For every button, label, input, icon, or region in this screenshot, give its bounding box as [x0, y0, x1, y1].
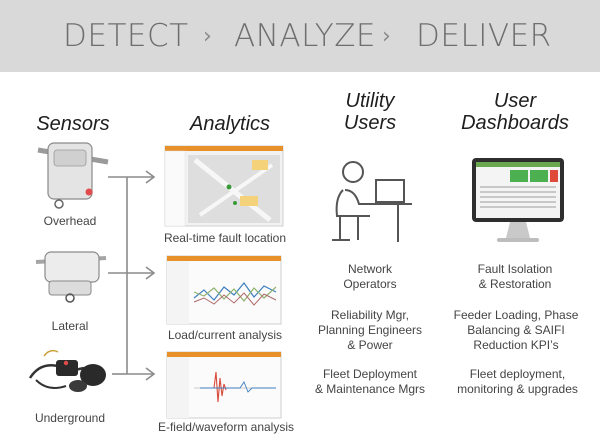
load-analysis-thumbnail: [166, 255, 282, 325]
step-detect: DETECT: [63, 18, 189, 54]
dashboard-monitor-icon: [472, 158, 564, 242]
dashboard-label-line: Balancing & SAIFI: [467, 323, 565, 337]
dashboard-label-line: Feeder Loading, Phase: [453, 308, 579, 322]
overhead-sensor-icon: [37, 142, 109, 209]
column-title-dashboards: User Dashboards: [450, 90, 580, 134]
column-title-analytics: Analytics: [189, 113, 271, 135]
arrow-head-icon: [145, 170, 156, 184]
utility-users-line2: Users: [343, 112, 397, 134]
user-label-line: & Power: [347, 338, 393, 352]
user-label-line: & Maintenance Mgrs: [314, 382, 426, 396]
fault-location-map-thumbnail: [164, 145, 284, 227]
dashboards-line1: User: [493, 90, 537, 112]
column-title-sensors: Sensors: [36, 113, 110, 135]
sensor-label-lateral: Lateral: [51, 319, 89, 333]
dashboard-label-fleet-monitoring: Fleet deployment, monitoring & upgrades: [445, 367, 590, 397]
sensor-label-underground: Underground: [34, 411, 106, 425]
analytics-label-load-analysis: Load/current analysis: [167, 328, 283, 342]
operator-person-icon: [332, 161, 412, 242]
user-label-line: Operators: [343, 277, 397, 291]
user-label-line: Planning Engineers: [317, 323, 423, 337]
chevron-icon: ›: [203, 24, 212, 49]
user-label-network-operators: Network Operators: [300, 262, 440, 292]
analytics-label-waveform-analysis: E-field/waveform analysis: [157, 420, 295, 434]
user-label-fleet-deployment: Fleet Deployment & Maintenance Mgrs: [295, 367, 445, 397]
underground-sensor-icon: [28, 349, 106, 392]
user-label-reliability: Reliability Mgr, Planning Engineers & Po…: [300, 308, 440, 353]
utility-users-line1: Utility: [345, 90, 395, 112]
user-label-line: Fleet Deployment: [322, 367, 418, 381]
sensor-label-overhead: Overhead: [43, 214, 97, 228]
dashboard-label-feeder-loading: Feeder Loading, Phase Balancing & SAIFI …: [440, 308, 592, 353]
dashboard-label-line: monitoring & upgrades: [457, 382, 578, 396]
analytics-label-fault-location: Real-time fault location: [163, 231, 287, 245]
dashboard-label-line: Fault Isolation: [477, 262, 553, 276]
waveform-analysis-thumbnail: [166, 351, 282, 419]
column-title-utility-users: Utility Users: [330, 90, 410, 134]
step-analyze: ANALYZE: [234, 18, 377, 54]
dashboard-label-line: Fleet deployment,: [469, 367, 566, 381]
dashboard-label-line: Reduction KPI’s: [473, 338, 559, 352]
lateral-sensor-icon: [35, 251, 107, 303]
process-banner: DETECT › ANALYZE › DELIVER: [0, 0, 600, 72]
chevron-icon: ›: [382, 24, 391, 49]
user-label-line: Network: [347, 262, 392, 276]
step-deliver: DELIVER: [416, 18, 552, 54]
dashboard-label-line: & Restoration: [478, 277, 552, 291]
arrow-head-icon: [145, 266, 156, 280]
dashboard-label-fault-isolation: Fault Isolation & Restoration: [445, 262, 585, 292]
user-label-line: Reliability Mgr,: [330, 308, 410, 322]
dashboards-line2: Dashboards: [461, 112, 569, 134]
arrow-head-icon: [145, 367, 156, 381]
